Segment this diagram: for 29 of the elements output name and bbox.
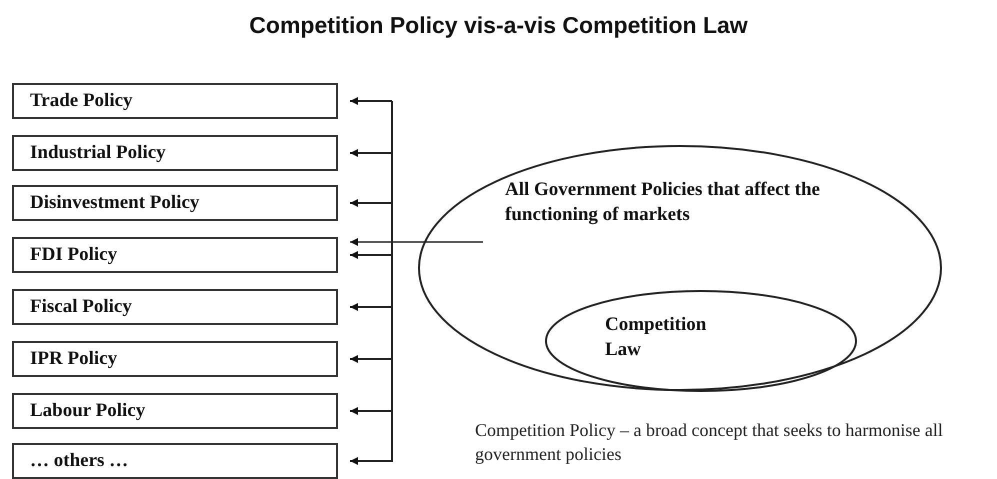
policy-name: Disinvestment Policy — [30, 192, 200, 214]
arrow — [350, 97, 392, 105]
policy-box — [12, 393, 338, 429]
region-label: All Government Policies that affect the functioning of markets — [505, 178, 821, 227]
policy-box — [12, 83, 338, 119]
caption-note: Competition Policy – a broad concept that seeks to harmonise all government policies — [475, 419, 944, 466]
arrow — [350, 457, 392, 465]
arrow — [350, 251, 392, 259]
policy-name: Fiscal Policy — [30, 296, 132, 318]
arrow — [350, 355, 392, 363]
policy-box — [12, 135, 338, 171]
policy-box — [12, 341, 338, 377]
region-label: Competition Law — [605, 313, 708, 362]
policy-name: … others … — [30, 450, 128, 472]
policy-name: Industrial Policy — [30, 142, 166, 164]
policy-box — [12, 237, 338, 273]
policy-box — [12, 185, 338, 221]
policy-name: IPR Policy — [30, 348, 118, 370]
policy-box — [12, 443, 338, 479]
arrow — [350, 407, 392, 415]
arrow — [350, 238, 483, 246]
policy-name: FDI Policy — [30, 244, 118, 266]
arrow — [350, 303, 392, 311]
arrow — [350, 149, 392, 157]
policy-box — [12, 289, 338, 325]
diagram-title: Competition Policy vis-a-vis Competition Law — [248, 12, 749, 39]
policy-name: Trade Policy — [30, 90, 133, 112]
policy-name: Labour Policy — [30, 400, 146, 422]
arrow — [350, 199, 392, 207]
